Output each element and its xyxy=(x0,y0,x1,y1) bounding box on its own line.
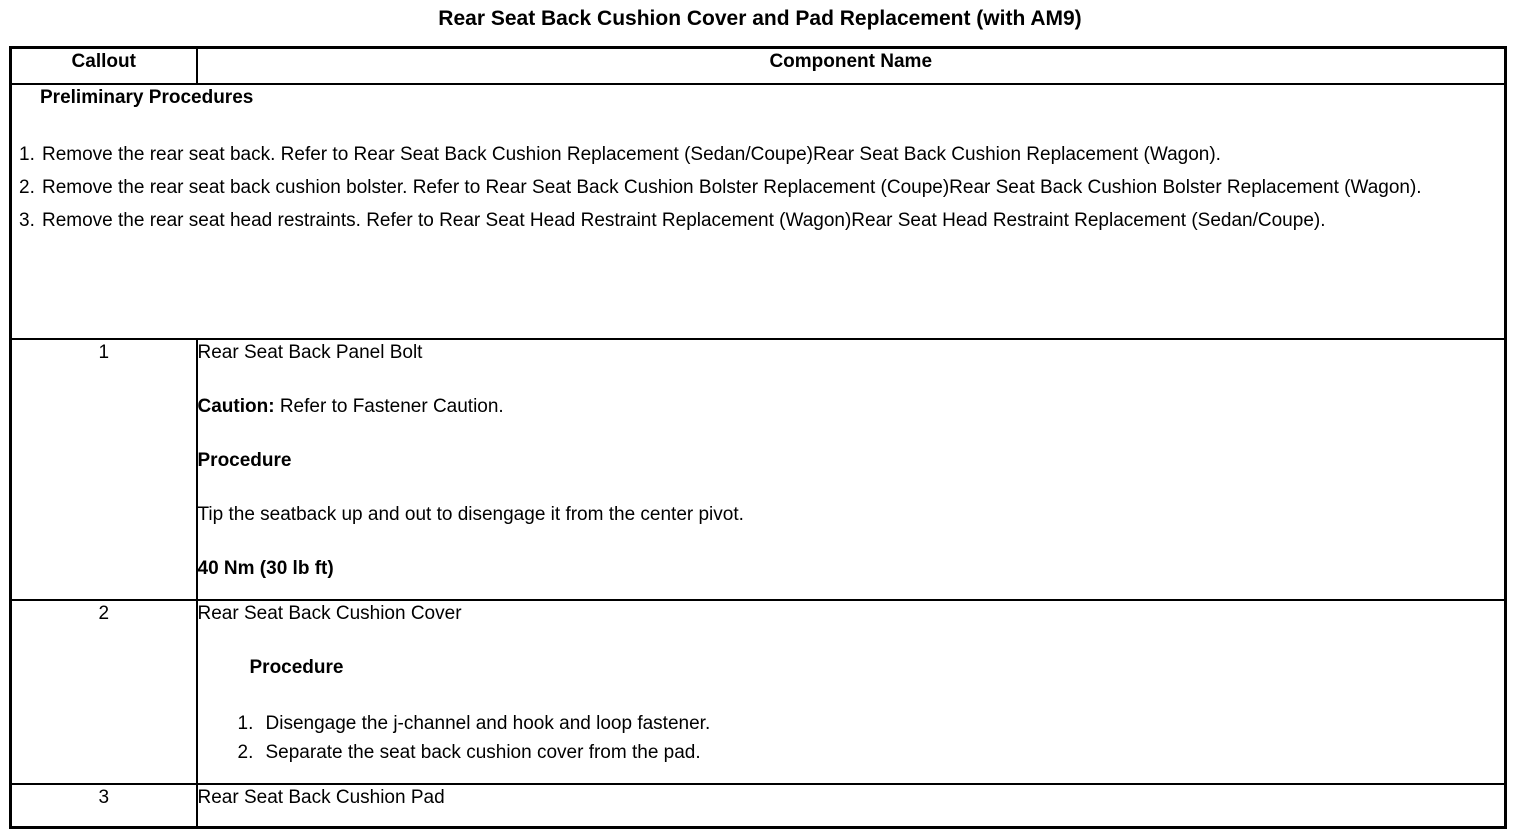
torque-spec: 40 Nm (30 lb ft) xyxy=(197,557,334,579)
step-text: Separate the seat back cushion cover fro… xyxy=(265,741,701,763)
table-row-callout-2: 2 Rear Seat Back Cushion Cover Procedure… xyxy=(9,598,1507,785)
table-row-callout-3: 3 Rear Seat Back Cushion Pad xyxy=(9,782,1507,829)
caution-text: Refer to Fastener Caution. xyxy=(274,395,504,417)
table-header-row: Callout Component Name xyxy=(9,46,1507,85)
callout-number-3: 3 xyxy=(9,782,198,829)
column-header-component-name: Component Name xyxy=(195,46,1507,85)
callout-number-1: 1 xyxy=(9,337,198,601)
procedure-step-1: 1. Disengage the j-channel and hook and … xyxy=(238,709,1505,738)
component-name-text: Rear Seat Back Panel Bolt xyxy=(197,341,423,363)
step-number: 2. xyxy=(237,741,254,763)
preliminary-procedures-cell: Preliminary Procedures 1. Remove the rea… xyxy=(9,82,1507,340)
component-table: Callout Component Name Preliminary Proce… xyxy=(9,46,1507,829)
procedure-heading: Procedure xyxy=(197,449,292,471)
preliminary-step-3: 3. Remove the rear seat head restraints.… xyxy=(12,206,1504,236)
procedure-step-text: Tip the seatback up and out to disengage… xyxy=(197,503,744,525)
preliminary-procedures-row: Preliminary Procedures 1. Remove the rea… xyxy=(9,82,1507,340)
step-text: Remove the rear seat back cushion bolste… xyxy=(42,176,1422,198)
step-text: Disengage the j-channel and hook and loo… xyxy=(265,712,711,734)
preliminary-step-2: 2. Remove the rear seat back cushion bol… xyxy=(12,173,1504,203)
procedure-steps-list: 1. Disengage the j-channel and hook and … xyxy=(238,709,1505,767)
component-cell-1: Rear Seat Back Panel Bolt Caution: Refer… xyxy=(195,337,1507,601)
component-name-text: Rear Seat Back Cushion Cover xyxy=(197,602,462,624)
caution-line: Caution: Refer to Fastener Caution. xyxy=(198,394,1505,419)
preliminary-steps-list: 1. Remove the rear seat back. Refer to R… xyxy=(12,140,1504,236)
procedure-heading: Procedure xyxy=(249,656,344,678)
caution-label: Caution: xyxy=(197,395,275,417)
step-number: 1. xyxy=(237,712,254,734)
procedure-step-2: 2. Separate the seat back cushion cover … xyxy=(238,738,1505,767)
column-header-callout: Callout xyxy=(9,46,198,85)
preliminary-step-1: 1. Remove the rear seat back. Refer to R… xyxy=(12,140,1504,170)
component-name-text: Rear Seat Back Cushion Pad xyxy=(195,782,1507,829)
step-number: 1. xyxy=(19,143,35,165)
step-text: Remove the rear seat head restraints. Re… xyxy=(42,209,1326,231)
table-row-callout-1: 1 Rear Seat Back Panel Bolt Caution: Ref… xyxy=(9,337,1507,601)
callout-number-2: 2 xyxy=(9,598,198,785)
preliminary-procedures-heading: Preliminary Procedures xyxy=(40,86,254,108)
step-number: 2. xyxy=(19,176,35,198)
step-text: Remove the rear seat back. Refer to Rear… xyxy=(42,143,1221,165)
page-title: Rear Seat Back Cushion Cover and Pad Rep… xyxy=(438,7,1082,30)
component-cell-2: Rear Seat Back Cushion Cover Procedure 1… xyxy=(195,598,1507,785)
step-number: 3. xyxy=(19,209,35,231)
